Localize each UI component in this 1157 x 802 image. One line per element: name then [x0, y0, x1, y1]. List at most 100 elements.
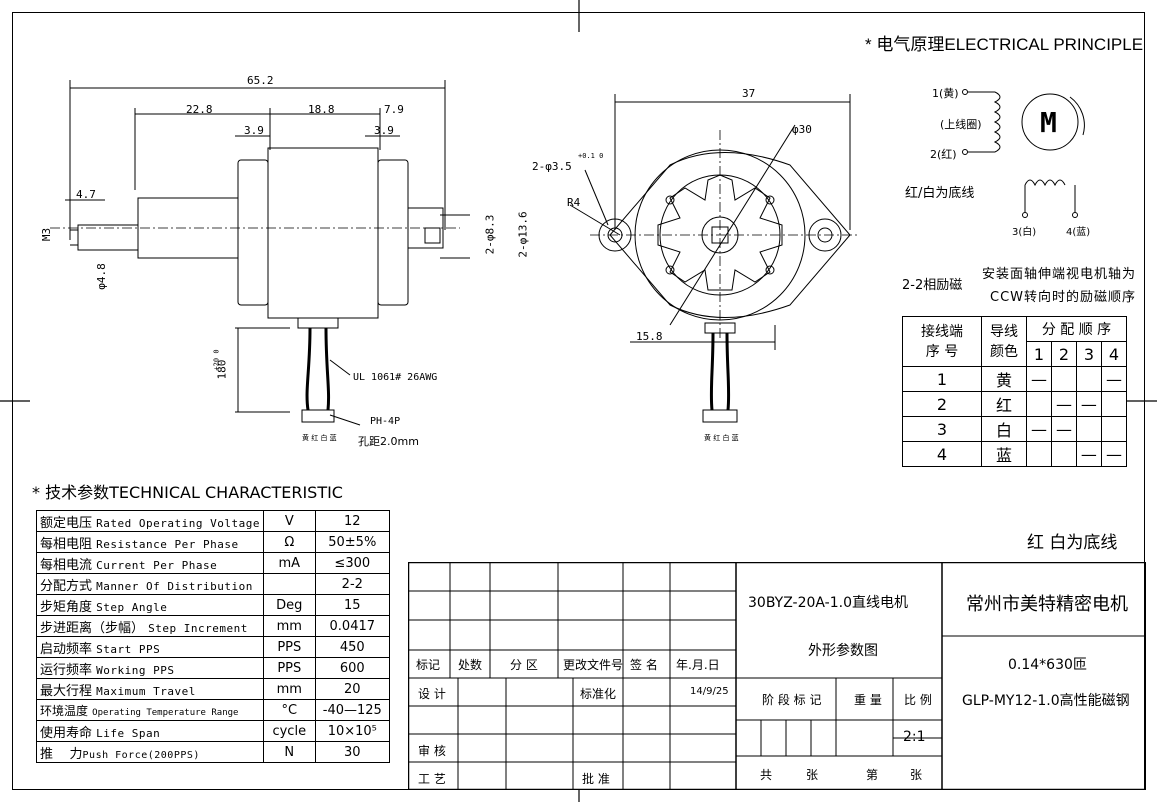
tech-unit: cycle	[262, 720, 316, 742]
design-label: 设 计	[418, 687, 446, 701]
phase-mark: —	[1026, 416, 1052, 442]
drawing-date: 14/9/25	[690, 686, 729, 697]
phase-mark	[1100, 391, 1128, 417]
tech-param-cn: 每相电阻	[40, 536, 93, 552]
motor-symbol: M	[1040, 106, 1057, 139]
front-pin-colors: 黄 红 白 蓝	[704, 434, 739, 442]
common-wire-note: 红/白为底线	[905, 186, 975, 201]
tech-title: * 技术参数TECHNICAL CHARACTERISTIC	[32, 479, 343, 503]
connector-spec: PH-4P	[370, 416, 401, 427]
tech-param-en: Maximum Travel	[96, 684, 196, 698]
phase-mark	[1050, 441, 1077, 467]
dim-dia-4-8: φ4.8	[94, 263, 108, 290]
lead-3-label: 3(白)	[1012, 227, 1037, 238]
electrical-title-text: 电气原理ELECTRICAL PRINCIPLE	[876, 35, 1144, 54]
tech-value: 20	[314, 678, 391, 700]
phase-head-terminal-2: 序 号	[925, 343, 959, 360]
dim-holes: 2-φ3.5	[532, 160, 572, 173]
tech-param-cn: 启动频率	[40, 641, 93, 657]
sheets-label: 张	[806, 768, 819, 782]
tech-value: 30	[314, 741, 391, 763]
tech-param-en: Rated Operating Voltage	[96, 516, 260, 530]
tech-row: 每相电流 Current Per Phase mA ≤300	[36, 552, 391, 574]
tech-param-cn: 推 力	[40, 746, 83, 762]
side-pin-colors: 黄 红 白 蓝	[302, 434, 337, 442]
dim-22-8: 22.8	[186, 103, 213, 116]
tech-param-cn: 运行频率	[40, 662, 93, 678]
tech-row: 每相电阻 Resistance Per Phase Ω 50±5%	[36, 531, 391, 553]
stage-label: 阶 段 标 记	[762, 693, 822, 707]
tech-value: ≤300	[314, 552, 391, 574]
tech-param-cn: 步矩角度	[40, 599, 93, 615]
phase-mark: —	[1050, 391, 1077, 417]
phase-no: 2	[902, 391, 982, 417]
total-label: 共	[760, 768, 773, 782]
dim-7-9: 7.9	[384, 103, 404, 116]
tech-unit: Deg	[262, 594, 316, 616]
tech-row: 运行频率 Working PPS PPS 600	[36, 657, 391, 679]
tech-unit: mA	[262, 552, 316, 574]
phase-no: 3	[902, 416, 982, 442]
tech-param-en: Push Force(200PPS)	[82, 749, 200, 761]
tech-param: 使用寿命 Life Span	[36, 720, 264, 742]
tech-param: 分配方式 Manner Of Distribution	[36, 573, 264, 595]
tech-param-cn: 步进距离（步幅）	[40, 620, 145, 636]
tech-param-en: Step Increment	[148, 621, 248, 635]
phase-mark: —	[1026, 366, 1052, 392]
electrical-star: *	[865, 35, 872, 54]
review-label: 审 核	[418, 744, 446, 758]
tech-title-text: 技术参数TECHNICAL CHARACTERISTIC	[45, 483, 343, 502]
phase-mark: —	[1100, 441, 1128, 467]
excitation-note-2: CCW转向时的励磁顺序	[990, 290, 1137, 305]
tech-param-cn: 每相电流	[40, 557, 93, 573]
tech-param-cn: 额定电压	[40, 515, 93, 531]
tech-row: 使用寿命 Life Span cycle 10×10⁵	[36, 720, 391, 742]
phase-mark	[1050, 366, 1077, 392]
excitation-note-1: 安装面轴伸端视电机轴为	[982, 267, 1137, 282]
tech-param-cn: 分配方式	[40, 578, 93, 594]
head-date: 年.月.日	[676, 658, 720, 672]
lead-4-label: 4(蓝)	[1066, 227, 1091, 238]
tech-value: 450	[314, 636, 391, 658]
phase-step-1: 1	[1026, 341, 1052, 367]
pin-pitch: 孔距2.0mm	[358, 435, 419, 448]
tech-param-en: Working PPS	[96, 663, 175, 677]
product-name: 30BYZ-20A-1.0直线电机	[748, 595, 909, 611]
drawing-name: 外形参数图	[808, 643, 878, 659]
wire-spec: UL 1061# 26AWG	[353, 372, 438, 383]
tech-value: 2-2	[314, 573, 391, 595]
phase-head-wire-1: 导线	[990, 323, 1018, 340]
dim-overall: 65.2	[247, 74, 274, 87]
head-sign: 签 名	[630, 658, 658, 672]
tech-value: 50±5%	[314, 531, 391, 553]
tech-param: 启动频率 Start PPS	[36, 636, 264, 658]
dim-dia-13-6: 2-φ13.6	[516, 211, 530, 258]
dim-hole-tolerance: +0.1 0	[578, 152, 604, 160]
phase-mark	[1026, 391, 1052, 417]
scale-label: 比 例	[904, 693, 932, 707]
front-view-drawing	[569, 94, 860, 423]
tech-param-en: Life Span	[96, 726, 161, 740]
phase-head-sequence: 分 配 顺 序	[1026, 316, 1127, 342]
weight-label: 重 量	[854, 693, 882, 707]
tech-unit: PPS	[262, 657, 316, 679]
tech-unit: °C	[262, 699, 316, 721]
approve-label: 批 准	[582, 772, 610, 786]
tech-param-en: Operating Temperature Range	[92, 707, 239, 718]
dim-radius: R4	[567, 196, 581, 209]
phase-mark: —	[1100, 366, 1128, 392]
tech-unit: V	[262, 510, 316, 532]
head-doc: 更改文件号	[563, 658, 624, 672]
phase-row: 4 蓝 — —	[902, 441, 1128, 467]
tech-param: 每相电阻 Resistance Per Phase	[36, 531, 264, 553]
lead-1-label: 1(黄)	[932, 87, 959, 100]
head-count: 处数	[458, 658, 483, 672]
tech-param-cn: 使用寿命	[40, 725, 93, 741]
side-view-drawing	[50, 80, 470, 426]
tech-param: 推 力Push Force(200PPS)	[36, 741, 264, 763]
tech-param: 步进距离（步幅） Step Increment	[36, 615, 264, 637]
tech-row: 环境温度 Operating Temperature Range °C -40—…	[36, 699, 391, 721]
electrical-title: * 电气原理ELECTRICAL PRINCIPLE	[865, 30, 1143, 55]
phase-color: 红	[981, 391, 1027, 417]
